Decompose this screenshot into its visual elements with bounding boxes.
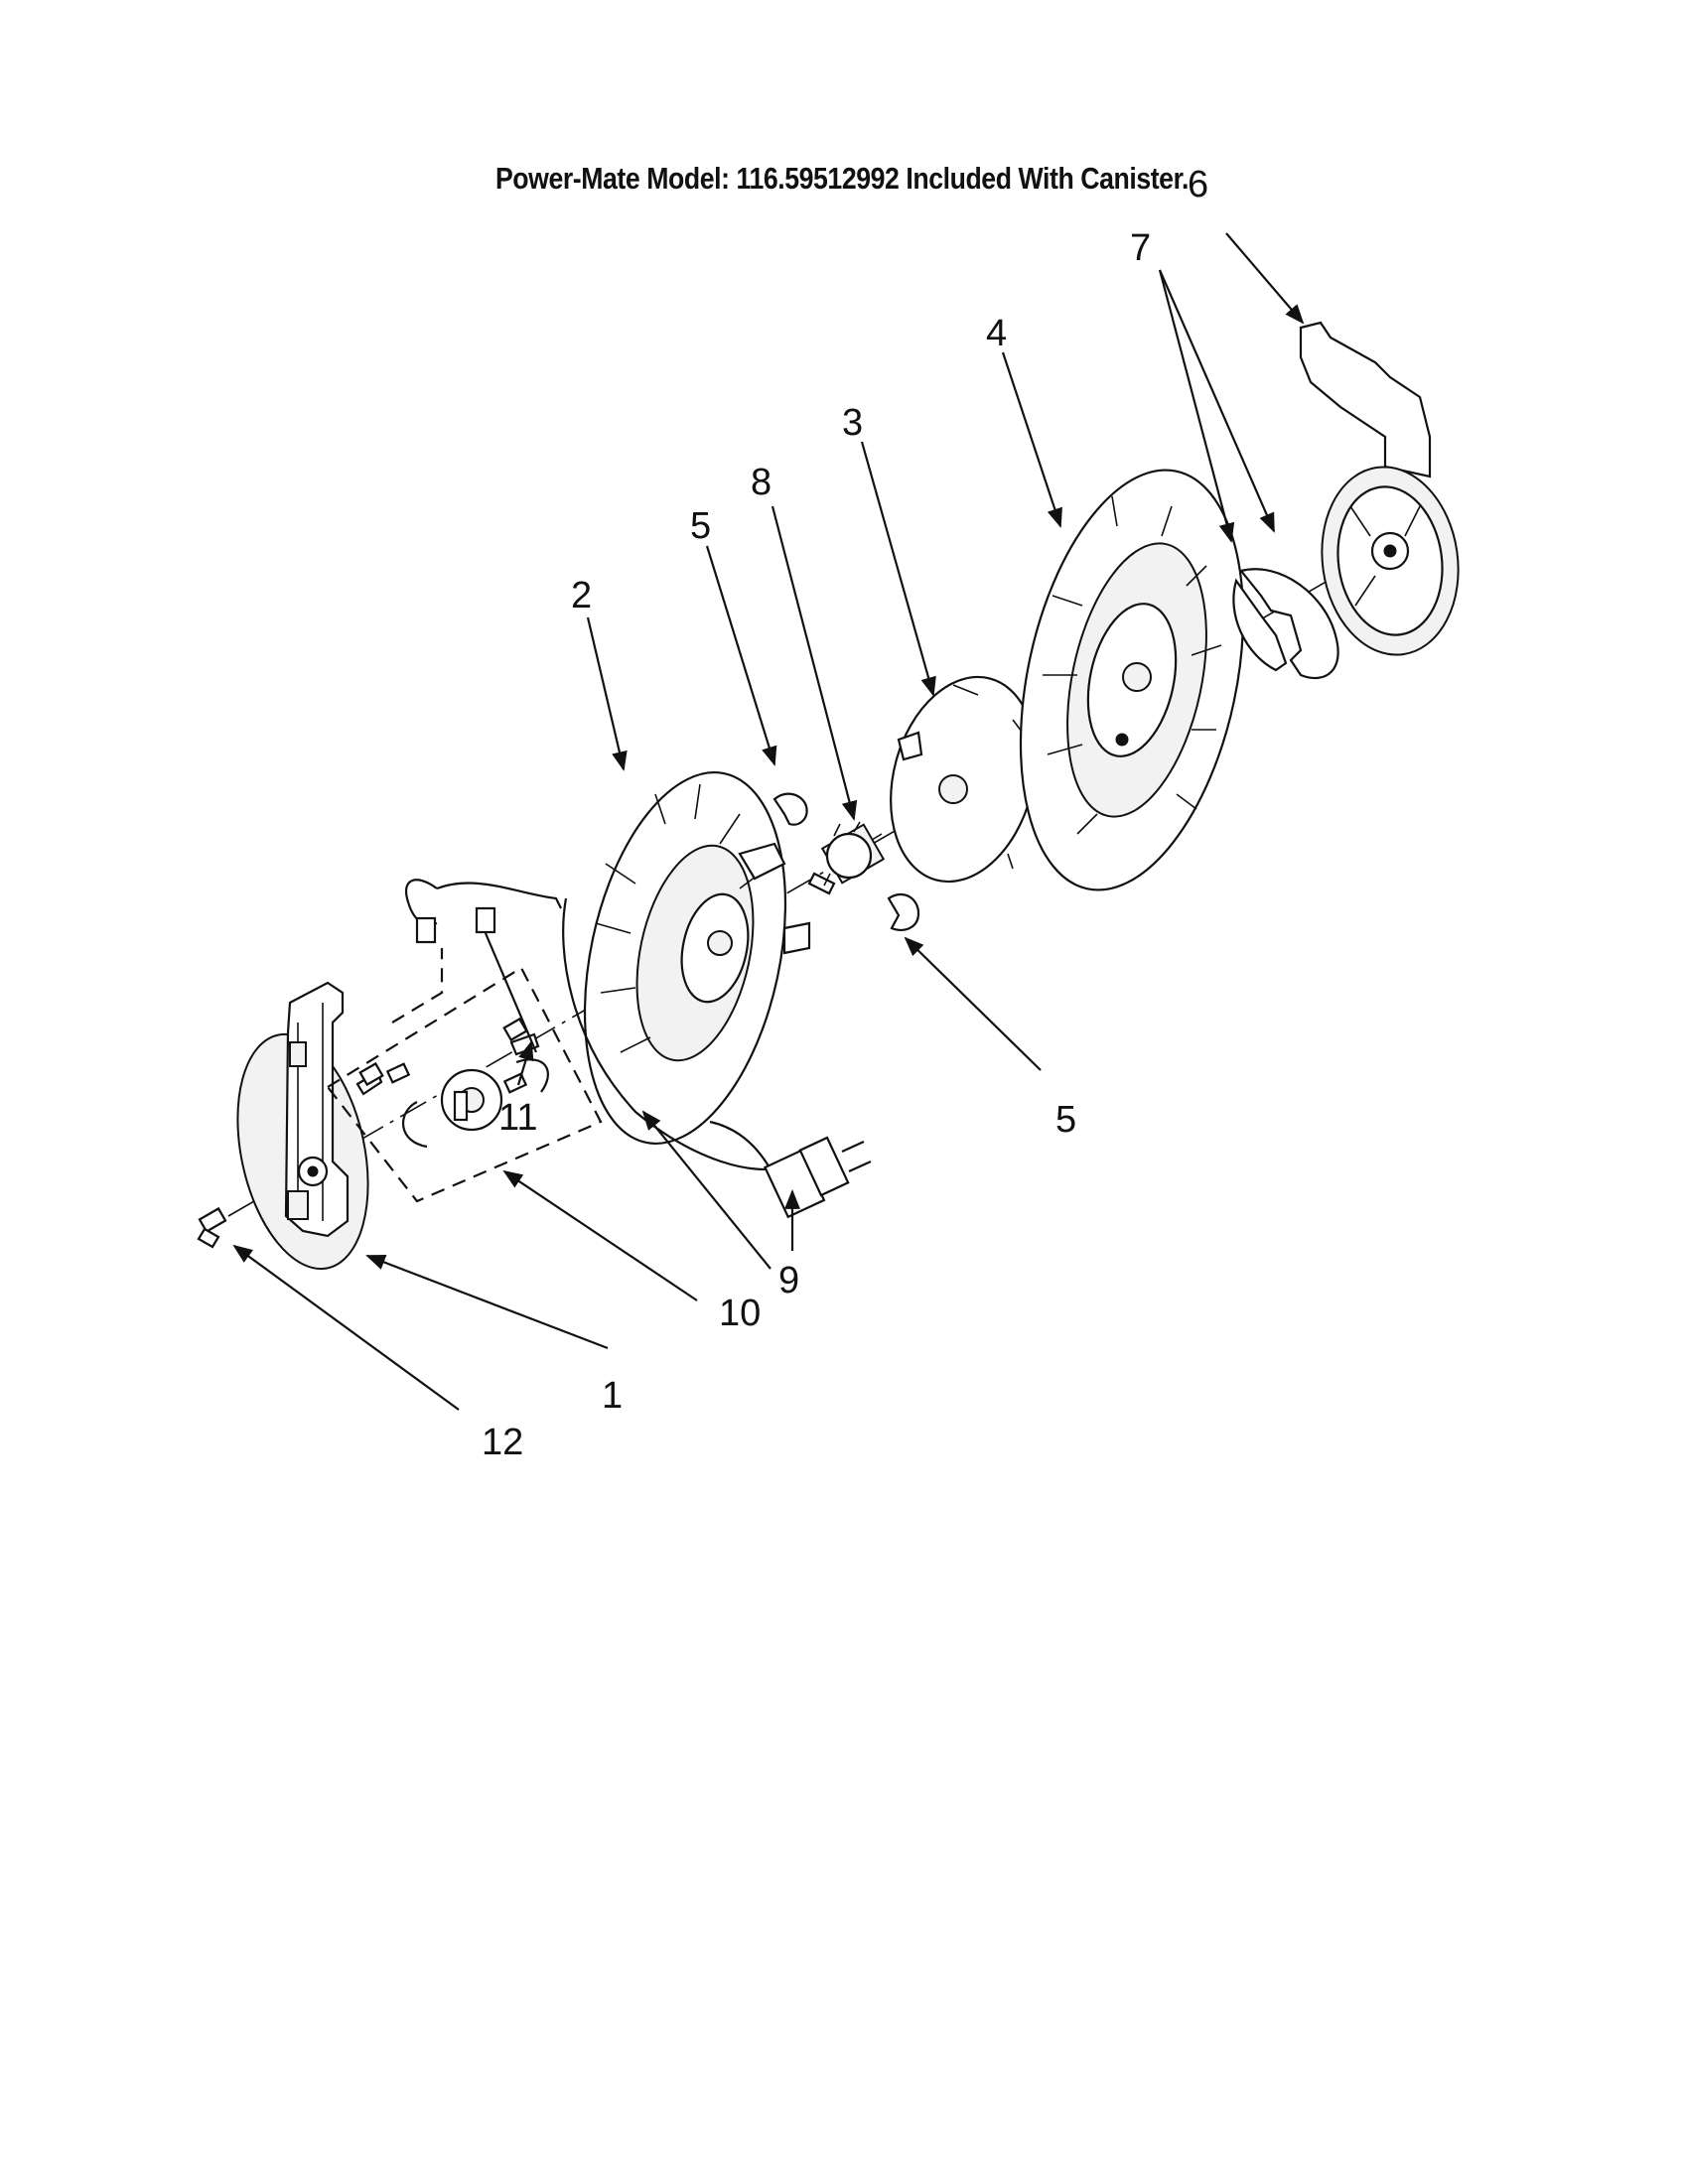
part-6-side-bracket: [1299, 321, 1460, 656]
callout-9: 9: [778, 1260, 799, 1301]
callout-3: 3: [842, 402, 863, 444]
callout-labels: 1 2 3 4 5 5 6 7 8 9 10 11 12: [482, 164, 1208, 1463]
callout-1: 1: [602, 1375, 623, 1417]
callout-2: 2: [571, 575, 592, 616]
callout-12: 12: [482, 1422, 523, 1463]
part-11-screws: [358, 1017, 528, 1087]
callout-4: 4: [986, 313, 1007, 354]
leader-lines: [232, 232, 1305, 1411]
callout-5-upper: 5: [690, 505, 711, 547]
part-7-split-washer: [1232, 568, 1339, 680]
part-12-screw: [197, 1206, 227, 1249]
wire-harness: [404, 879, 562, 1053]
callout-6: 6: [1188, 164, 1208, 205]
callout-10: 10: [719, 1293, 761, 1334]
callout-8: 8: [751, 462, 772, 503]
callout-7: 7: [1130, 227, 1151, 269]
part-5-clip-upper: [772, 792, 808, 826]
part-9-cord: [562, 897, 872, 1219]
diagram-title: Power-Mate Model: 116.59512992 Included …: [494, 161, 1190, 196]
callout-5-lower: 5: [1055, 1099, 1076, 1141]
part-2-reel-hub: [583, 771, 811, 1145]
callout-11: 11: [498, 1097, 537, 1139]
part-5-clip-lower: [887, 892, 920, 931]
part-1-housing-plate: [236, 981, 369, 1271]
part-10-contact-assembly: [326, 948, 603, 1203]
part-4-reel-outer-disc: [1019, 469, 1245, 891]
part-8-ratchet-gear: [807, 821, 886, 895]
